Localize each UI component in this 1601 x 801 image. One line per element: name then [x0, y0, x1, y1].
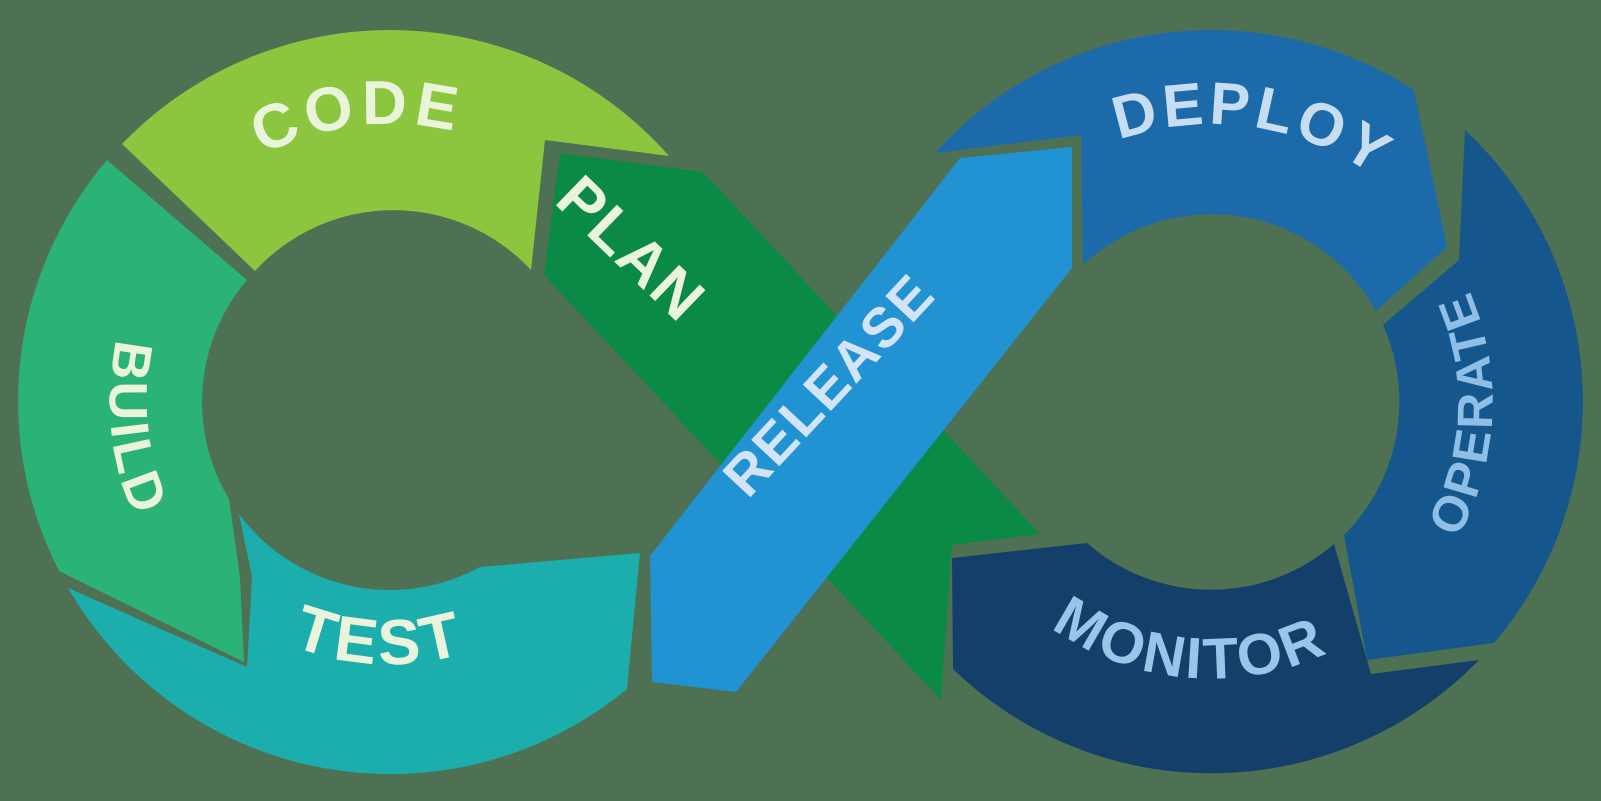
segment-deploy — [935, 29, 1447, 312]
segment-build — [18, 160, 248, 662]
segment-test — [68, 514, 640, 775]
segment-release-band — [650, 147, 1072, 692]
segment-monitor — [952, 543, 1479, 774]
segment-operate — [1344, 130, 1583, 660]
segment-code — [122, 30, 669, 272]
